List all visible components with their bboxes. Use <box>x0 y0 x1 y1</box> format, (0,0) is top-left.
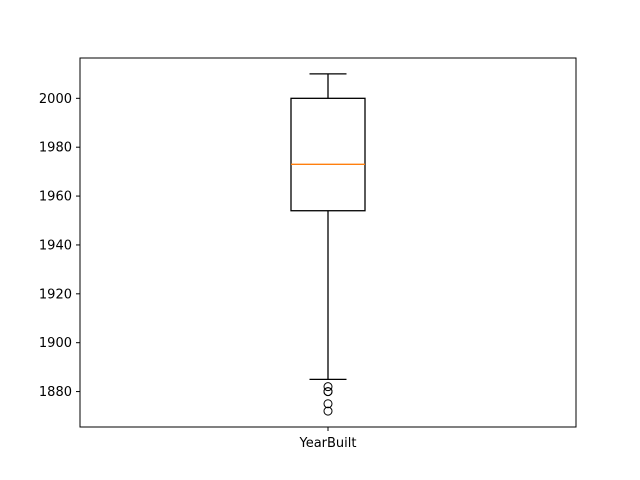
y-tick-label-2000: 2000 <box>39 92 72 107</box>
outlier-point-0 <box>323 382 333 392</box>
x-tick-label-YearBuilt: YearBuilt <box>298 436 356 451</box>
y-tick-label-1980: 1980 <box>39 141 72 156</box>
y-tick-label-1900: 1900 <box>39 336 72 351</box>
outlier-point-2 <box>323 387 333 397</box>
outlier-point-4 <box>323 406 333 416</box>
y-tick-label-1940: 1940 <box>39 238 72 253</box>
iqr-box <box>290 97 366 212</box>
y-tick-label-1960: 1960 <box>39 190 72 205</box>
outlier-point-3 <box>323 399 333 409</box>
plot-area <box>290 73 366 416</box>
y-tick-label-1920: 1920 <box>39 287 72 302</box>
y-tick-label-1880: 1880 <box>39 385 72 400</box>
